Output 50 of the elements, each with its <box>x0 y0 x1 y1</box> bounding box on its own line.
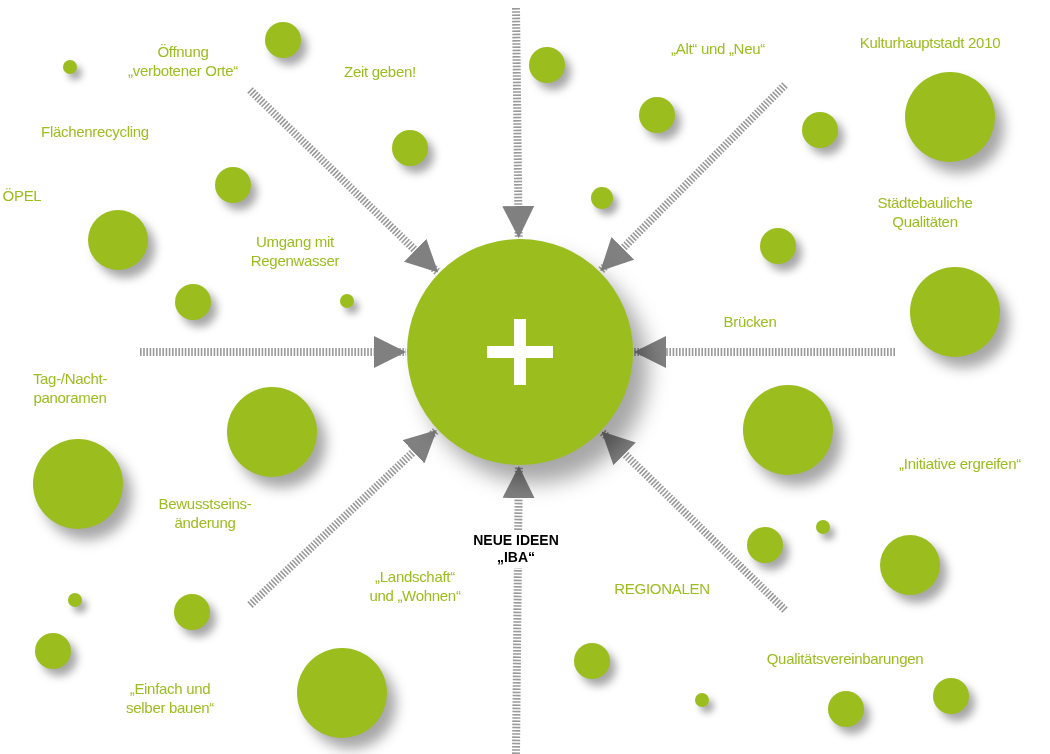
topic-label: Brücken <box>722 313 778 332</box>
circle-dot <box>802 112 838 148</box>
circle-dot <box>35 633 71 669</box>
circle-dot <box>905 72 995 162</box>
circle-dot <box>88 210 148 270</box>
topic-label: Qualitätsvereinbarungen <box>765 650 925 669</box>
topic-label: Umgang mit Regenwasser <box>249 233 341 271</box>
topic-label: „Einfach und selber bauen“ <box>125 680 215 718</box>
topic-label: Bewusstseins- änderung <box>157 495 253 533</box>
circle-dot <box>743 385 833 475</box>
topic-label: Öffnung „verbotener Orte“ <box>127 43 239 81</box>
topic-label: ÖPEL <box>1 187 43 206</box>
topic-label: REGIONALEN <box>613 580 711 599</box>
topic-label: Tag-/Nacht- panoramen <box>31 370 109 408</box>
circle-dot <box>227 387 317 477</box>
topic-label: „Alt“ und „Neu“ <box>670 40 766 59</box>
circle-dot <box>215 167 251 203</box>
circle-dot <box>747 527 783 563</box>
topic-label: „Initiative ergreifen“ <box>898 455 1022 474</box>
circle-dot <box>933 678 969 714</box>
circle-dot <box>175 284 211 320</box>
circle-dot <box>574 643 610 679</box>
circle-dot <box>910 267 1000 357</box>
topic-label: Flächenrecycling <box>40 123 150 142</box>
circle-dot <box>174 594 210 630</box>
circle-dot <box>63 60 77 74</box>
circle-dot <box>695 693 709 707</box>
circle-dot <box>639 97 675 133</box>
arrow <box>247 427 440 608</box>
topic-label: „Landschaft“ und „Wohnen“ <box>368 568 462 606</box>
arrow <box>597 82 788 274</box>
topic-label: Städtebauliche Qualitäten <box>876 194 974 232</box>
circle-dot <box>880 535 940 595</box>
circle-dot <box>529 47 565 83</box>
arrow <box>247 87 441 276</box>
circle-dot <box>68 593 82 607</box>
arrow <box>598 428 788 613</box>
circle-dot <box>760 228 796 264</box>
circle-dot <box>265 22 301 58</box>
arrow <box>502 465 535 754</box>
circle-dot <box>297 648 387 738</box>
circle-dot <box>33 439 123 529</box>
circle-dot <box>392 130 428 166</box>
circle-dot <box>591 187 613 209</box>
topic-label: Kulturhauptstadt 2010 <box>858 34 1002 53</box>
circle-dot <box>828 691 864 727</box>
arrow <box>502 7 535 239</box>
circle-dot <box>816 520 830 534</box>
topic-label: Zeit geben! <box>343 63 417 82</box>
circle-dot <box>340 294 354 308</box>
